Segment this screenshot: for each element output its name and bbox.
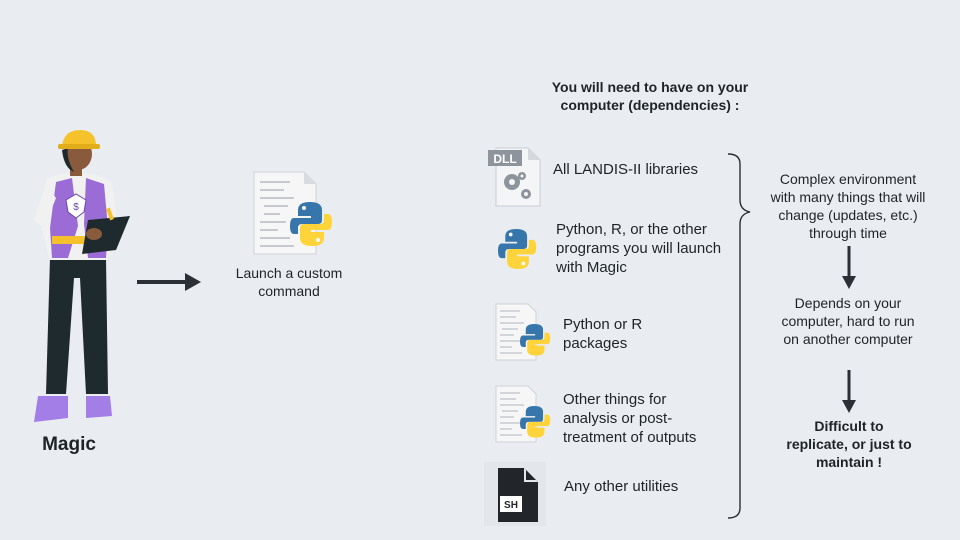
dll-icon-text: DLL [493, 152, 516, 166]
python-script-icon [495, 385, 551, 443]
dependency-label-packages: Python or R packages [563, 316, 643, 352]
right-arrow-icon [137, 273, 201, 291]
dependencies-heading: You will need to have on your computer (… [551, 79, 749, 113]
dependency-label-programs: Python, R, or the other programs you wil… [556, 221, 722, 276]
right-brace [727, 153, 751, 519]
python-logo-icon [498, 229, 537, 269]
launch-command-label: Launch a custom command [235, 265, 343, 299]
dependency-label-utilities: Any other utilities [564, 478, 679, 495]
badge-glyph: $ [73, 202, 79, 213]
down-arrow-icon [842, 370, 856, 413]
worker-character-illustration: $ [34, 130, 130, 422]
consequence-difficult-to-replicate: Difficult to replicate, or just to maint… [786, 418, 912, 470]
dependency-label-analysis-tools: Other things for analysis or post-treatm… [563, 391, 697, 446]
consequence-computer-dependent: Depends on your computer, hard to run on… [781, 295, 915, 347]
python-script-icon [253, 171, 332, 255]
python-script-icon [495, 303, 551, 361]
character-label: Magic [42, 434, 96, 455]
sh-icon-text: SH [504, 500, 518, 511]
down-arrow-icon [842, 246, 856, 289]
consequence-complex-environment: Complex environment with many things tha… [770, 171, 926, 241]
sh-file-icon: SH [484, 462, 546, 526]
dll-file-icon: DLL [488, 147, 541, 207]
dependency-label-libraries: All LANDIS-II libraries [553, 161, 699, 178]
